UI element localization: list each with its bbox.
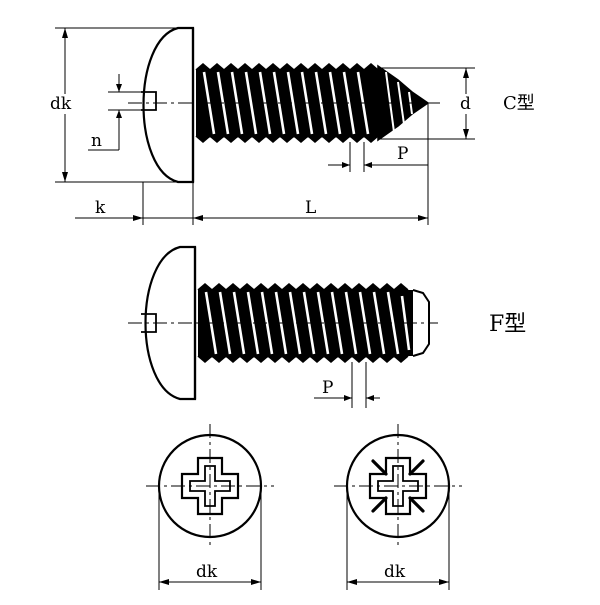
dk-label: dk	[50, 94, 72, 114]
n-label: n	[91, 131, 102, 151]
c-type-screw-head	[142, 26, 195, 184]
dk-label-bottom-left: dk	[196, 562, 218, 582]
cross-recess-icon	[180, 456, 240, 516]
p-label-middle: P	[322, 378, 333, 398]
dk-label-bottom-right: dk	[384, 562, 406, 582]
n-dimension: n	[88, 74, 141, 151]
f-type-screw	[128, 245, 438, 401]
p-pitch-top: P	[328, 142, 428, 172]
c-type-head-slot	[141, 91, 157, 111]
c-type-label: C型	[503, 93, 535, 114]
dk-dimension: dk	[48, 27, 178, 183]
l-label: L	[305, 198, 316, 218]
k-label: k	[95, 198, 106, 218]
f-type-label: F型	[489, 312, 526, 337]
d-dimension: d	[378, 67, 475, 140]
p-label-top: P	[397, 144, 408, 164]
head-top-view-right: dk	[334, 424, 462, 590]
d-label: d	[460, 94, 471, 114]
c-type-screw	[128, 26, 440, 184]
f-type-screw-head	[144, 245, 197, 401]
p-pitch-middle: P	[314, 362, 380, 408]
head-top-view-left: dk	[146, 424, 274, 590]
k-l-dimension: k L	[75, 103, 429, 225]
